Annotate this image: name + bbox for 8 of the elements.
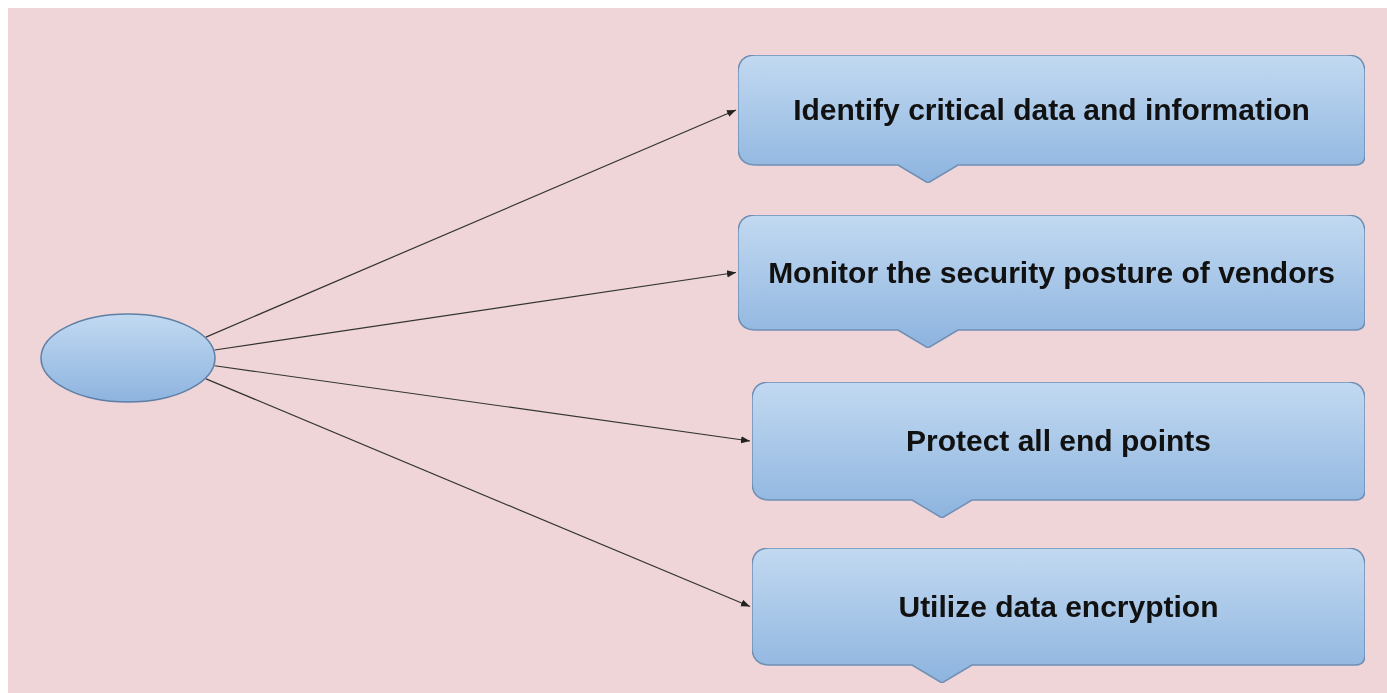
box-label: Monitor the security posture of vendors: [767, 255, 1336, 290]
arrow: [205, 109, 737, 338]
box-label: Identify critical data and information: [792, 93, 1311, 127]
box-label: Utilize data encryption: [897, 589, 1220, 624]
arrow: [214, 270, 737, 351]
arrow: [214, 365, 751, 444]
box-label: Protect all end points: [904, 424, 1212, 458]
arrow: [205, 378, 751, 608]
